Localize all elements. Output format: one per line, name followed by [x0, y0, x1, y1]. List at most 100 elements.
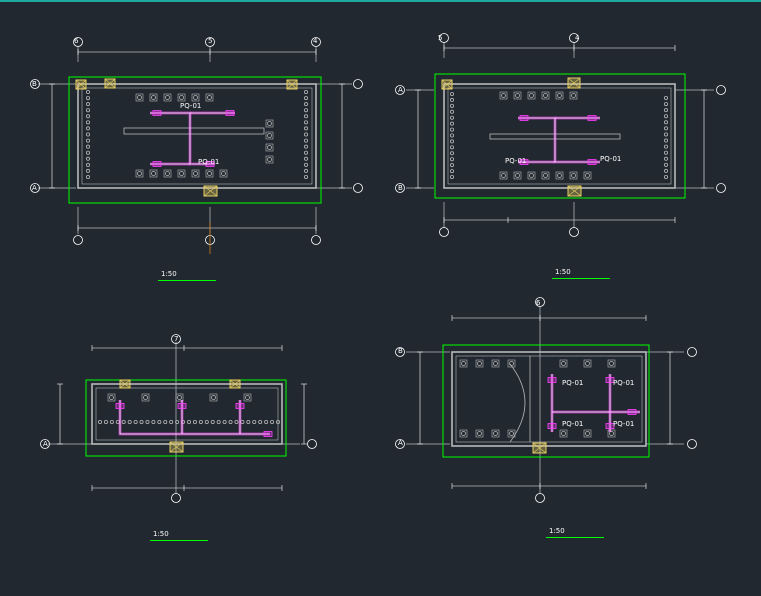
- wall-insulation: [303, 120, 308, 125]
- pipe-tag: PQ-01: [613, 379, 635, 387]
- wall-insulation: [275, 419, 280, 424]
- plan-frame: [442, 344, 650, 458]
- wall-insulation: [252, 419, 257, 424]
- wall-insulation: [303, 114, 308, 119]
- sanitary-fixture: [583, 359, 592, 368]
- column-hatch: [169, 441, 184, 453]
- sanitary-fixture: [499, 171, 508, 180]
- fixture-drain: [477, 361, 482, 366]
- sanitary-fixture: [459, 359, 468, 368]
- grid-bubble-label: A: [398, 86, 403, 94]
- sanitary-fixture: [569, 171, 578, 180]
- wall-insulation: [86, 144, 91, 149]
- inner-wall: [447, 87, 672, 185]
- grid-bubble: [307, 439, 317, 449]
- wall-insulation: [303, 126, 308, 131]
- pipe-line: [518, 117, 600, 163]
- plan-frame: [85, 379, 287, 457]
- wall-insulation: [303, 162, 308, 167]
- wall-insulation: [664, 114, 669, 119]
- sanitary-fixture: [265, 143, 274, 152]
- fixture-drain: [267, 157, 272, 162]
- wall-insulation: [664, 156, 669, 161]
- wall-insulation: [86, 174, 91, 179]
- wall-insulation: [145, 419, 150, 424]
- wall-insulation: [449, 163, 454, 168]
- outer-wall: [451, 351, 647, 447]
- grid-bubble-label: B: [398, 184, 403, 192]
- plan-title: 1:50: [153, 530, 169, 538]
- fixture-drain: [221, 171, 226, 176]
- pipe-valve: [605, 377, 615, 383]
- sanitary-fixture: [507, 359, 516, 368]
- wall-insulation: [449, 103, 454, 108]
- wall-insulation: [86, 120, 91, 125]
- fixture-drain: [609, 431, 614, 436]
- wall-insulation: [303, 144, 308, 149]
- wall-insulation: [103, 419, 108, 424]
- pipe-valve: [235, 403, 245, 409]
- grid-bubble-label: 6: [536, 299, 541, 307]
- wall-insulation: [449, 151, 454, 156]
- pipe-glow: [150, 111, 215, 166]
- fixture-drain: [109, 395, 114, 400]
- wall-insulation: [303, 138, 308, 143]
- wall-insulation: [449, 109, 454, 114]
- sanitary-fixture: [135, 169, 144, 178]
- column-hatch: [286, 79, 298, 90]
- outer-wall: [91, 383, 283, 445]
- column-hatch: [104, 78, 116, 89]
- wall-insulation: [86, 156, 91, 161]
- grid-bubble: [395, 183, 405, 193]
- wall-insulation: [664, 108, 669, 113]
- wall-insulation: [449, 133, 454, 138]
- wall-insulation: [86, 132, 91, 137]
- pipe-line: [119, 400, 270, 435]
- pipe-valve: [225, 110, 235, 116]
- sanitary-fixture: [107, 393, 116, 402]
- grid-bubble: [171, 493, 181, 503]
- grid-bubble-label: A: [32, 184, 37, 192]
- wall-insulation: [664, 150, 669, 155]
- wall-insulation: [449, 169, 454, 174]
- fixture-drain: [529, 93, 534, 98]
- grid-bubble: [30, 183, 40, 193]
- sanitary-fixture: [555, 171, 564, 180]
- sanitary-fixture: [265, 119, 274, 128]
- grid-bubble: [353, 183, 363, 193]
- wall-insulation: [86, 102, 91, 107]
- grid-bubble: [395, 439, 405, 449]
- fixture-drain: [137, 95, 142, 100]
- wall-insulation: [186, 419, 191, 424]
- grid-bubble: [40, 439, 50, 449]
- column-hatch: [203, 185, 218, 197]
- wall-insulation: [169, 419, 174, 424]
- wall-insulation: [210, 419, 215, 424]
- column-hatch: [75, 79, 87, 90]
- sanitary-fixture: [265, 155, 274, 164]
- wall-insulation: [449, 127, 454, 132]
- pipe-tag: PQ-01: [180, 102, 202, 110]
- grid-bubble: [687, 439, 697, 449]
- sanitary-fixture: [499, 91, 508, 100]
- pipe-valve: [605, 423, 615, 429]
- wall-insulation: [264, 419, 269, 424]
- sanitary-fixture: [607, 359, 616, 368]
- fixture-drain: [165, 95, 170, 100]
- pipe-valve: [519, 159, 529, 165]
- fixture-drain: [493, 431, 498, 436]
- wall-insulation: [133, 419, 138, 424]
- pipe-line: [150, 112, 215, 165]
- pipe-tag: PQ-01: [562, 379, 584, 387]
- fixture-drain: [177, 395, 182, 400]
- fixture-drain: [509, 431, 514, 436]
- grid-bubble: [569, 33, 579, 43]
- pipe-tag: PQ-01: [562, 420, 584, 428]
- wall-insulation: [86, 138, 91, 143]
- sanitary-fixture: [541, 171, 550, 180]
- wall-insulation: [157, 419, 162, 424]
- grid-bubble: [569, 227, 579, 237]
- outer-wall: [77, 83, 317, 189]
- sanitary-fixture: [459, 429, 468, 438]
- plan-frame: [434, 73, 686, 199]
